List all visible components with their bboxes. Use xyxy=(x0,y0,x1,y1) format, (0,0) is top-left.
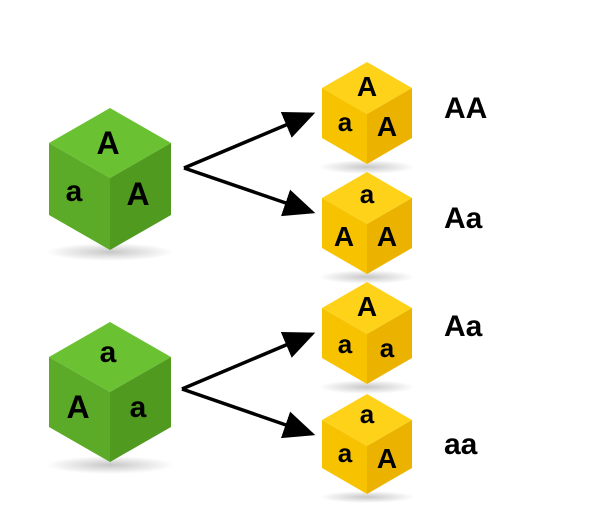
offspring-cube-3: A a a xyxy=(319,282,415,394)
cube-shadow xyxy=(319,380,415,394)
cube-letter-left: a xyxy=(338,438,353,468)
cube-letter-top: A xyxy=(357,71,377,102)
genotype-label-2: Aa xyxy=(444,202,483,235)
cube-face-right xyxy=(110,357,171,462)
offspring-cube-2: a A A xyxy=(319,172,415,284)
cube-face-left xyxy=(322,308,367,384)
genotype-label-4: aa xyxy=(444,428,478,461)
cube-letter-right: a xyxy=(380,333,395,363)
parent-cube-1: A a A xyxy=(46,108,174,261)
genotype-label-1: AA xyxy=(444,92,487,125)
cube-letter-right: A xyxy=(126,176,149,212)
arrow-parent2-to-offspring3 xyxy=(181,332,316,391)
cube-letter-right: A xyxy=(377,443,397,474)
cube-letter-left: A xyxy=(66,389,89,425)
cube-letter-right: A xyxy=(377,111,397,142)
cube-face-left xyxy=(49,143,110,250)
parent-cube-2: a A a xyxy=(46,322,174,474)
arrows xyxy=(181,111,316,439)
cube-shadow xyxy=(319,491,415,503)
cube-letter-right: a xyxy=(130,391,147,424)
arrow-parent1-to-offspring1 xyxy=(183,111,316,170)
arrow-parent2-to-offspring4 xyxy=(181,387,316,439)
cube-face-right xyxy=(367,308,412,384)
cube-shadow xyxy=(319,160,415,174)
cube-face-left xyxy=(49,357,110,462)
cube-letter-top: a xyxy=(360,399,375,429)
genotype-label-3: Aa xyxy=(444,310,483,343)
cube-letter-right: A xyxy=(377,221,397,252)
cube-face-right xyxy=(367,198,412,274)
offspring-cube-4: a a A xyxy=(319,394,415,503)
arrow-parent1-to-offspring2 xyxy=(183,166,316,217)
cube-letter-left: a xyxy=(66,175,83,208)
cube-letter-left: A xyxy=(334,221,354,252)
offspring-cube-1: A a A xyxy=(319,62,415,174)
cube-face-right xyxy=(110,143,171,250)
cube-shadow xyxy=(46,243,174,261)
cube-face-right xyxy=(367,420,412,494)
cube-face-left xyxy=(322,198,367,274)
cube-letter-top: a xyxy=(360,179,375,209)
cube-face-left xyxy=(322,88,367,164)
cube-letter-top: A xyxy=(96,125,119,161)
cube-shadow xyxy=(319,270,415,284)
cube-letter-top: A xyxy=(357,291,377,322)
cube-face-left xyxy=(322,420,367,494)
cube-letter-left: a xyxy=(338,329,353,359)
cube-letter-top: a xyxy=(100,336,117,369)
cube-face-right xyxy=(367,88,412,164)
cube-letter-left: a xyxy=(338,107,353,137)
cube-shadow xyxy=(46,456,174,474)
